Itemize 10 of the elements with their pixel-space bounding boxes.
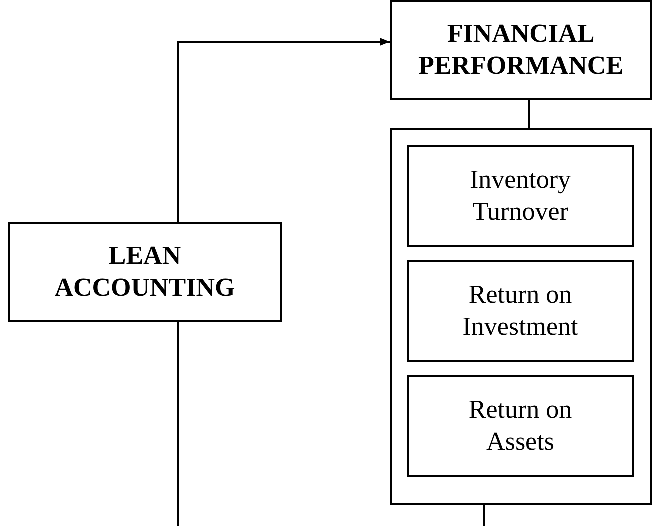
process-box: Return on Investment: [407, 260, 634, 362]
connector-line: [483, 505, 485, 526]
process-box: FINANCIAL PERFORMANCE: [390, 0, 652, 100]
arrow: [177, 38, 390, 222]
group-box: [390, 128, 652, 505]
process-box: Return on Assets: [407, 375, 634, 477]
connector-line: [177, 322, 179, 526]
process-box: Inventory Turnover: [407, 145, 634, 247]
process-box: LEAN ACCOUNTING: [8, 222, 282, 322]
connector-line: [528, 100, 530, 128]
